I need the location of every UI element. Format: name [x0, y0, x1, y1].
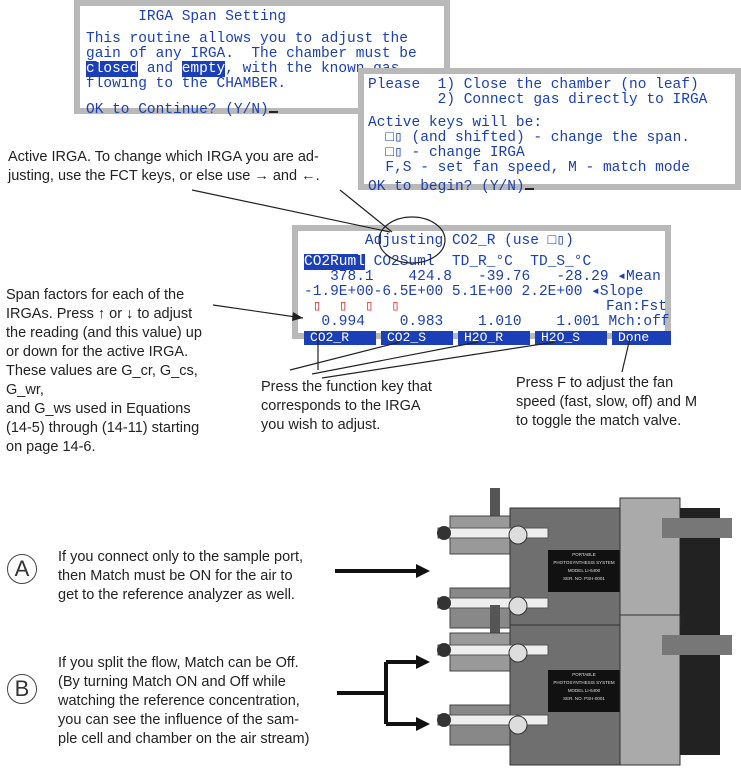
- continue-prompt[interactable]: OK to Continue? (Y/N): [86, 102, 269, 118]
- closed-highlight: closed: [86, 61, 139, 77]
- slope-row: -1.9E+00-6.5E+00 5.1E+00 2.2E+00: [304, 284, 583, 300]
- fkey-done[interactable]: Done: [612, 331, 671, 345]
- begin-prompt[interactable]: OK to begin? (Y/N): [368, 179, 525, 195]
- screen-title: IRGA Span Setting: [86, 9, 287, 25]
- span-instructions-screen: Please 1) Close the chamber (no leaf) 2)…: [358, 68, 741, 195]
- span-factor-row: 0.994 0.983 1.010 1.001: [304, 314, 600, 330]
- option-a-text: If you connect only to the sample port, …: [58, 549, 304, 603]
- active-irga-caption: Active IRGA. To change which IRGA you ar…: [8, 149, 320, 184]
- label-a-circle: A: [7, 554, 37, 584]
- option-b-text: If you split the flow, Match can be Off.…: [58, 655, 310, 747]
- fkey-co2-s[interactable]: CO2_S: [381, 331, 453, 345]
- fkey-co2-r[interactable]: CO2_R: [304, 331, 376, 345]
- span-factors-caption: Span factors for each of the IRGAs. Pres…: [6, 287, 202, 455]
- adjusting-screen: Adjusting CO2_R (use □▯) CO2Ruml CO2Suml…: [292, 225, 671, 345]
- match-label: Mch:off: [599, 314, 670, 330]
- fan-speed-label: Fan:Fst: [606, 299, 667, 315]
- column-headers: CO2Suml TD_R_°C TD_S_°C: [364, 254, 592, 270]
- red-indicators: ▯ ▯ ▯ ▯: [304, 299, 400, 315]
- active-irga-label: CO2_R: [451, 233, 496, 249]
- fan-match-caption: Press F to adjust the fan speed (fast, s…: [516, 375, 698, 429]
- irga-span-setting-screen: IRGA Span Setting This routine allows yo…: [74, 0, 450, 118]
- slope-label: ◂Slope: [582, 284, 644, 300]
- text-cursor: [524, 176, 534, 190]
- mean-row: 378.1 424.8 -39.76 -28.29: [304, 269, 609, 285]
- fkey-h2o-s[interactable]: H2O_S: [535, 331, 607, 345]
- function-key-caption: Press the function key that corresponds …: [261, 379, 432, 433]
- label-b-circle: B: [7, 674, 37, 704]
- active-column-header: CO2Ruml: [304, 254, 365, 270]
- empty-highlight: empty: [181, 61, 226, 77]
- fkey-h2o-r[interactable]: H2O_R: [458, 331, 530, 345]
- text-cursor: [268, 99, 278, 113]
- mean-label: ◂Mean: [608, 269, 661, 285]
